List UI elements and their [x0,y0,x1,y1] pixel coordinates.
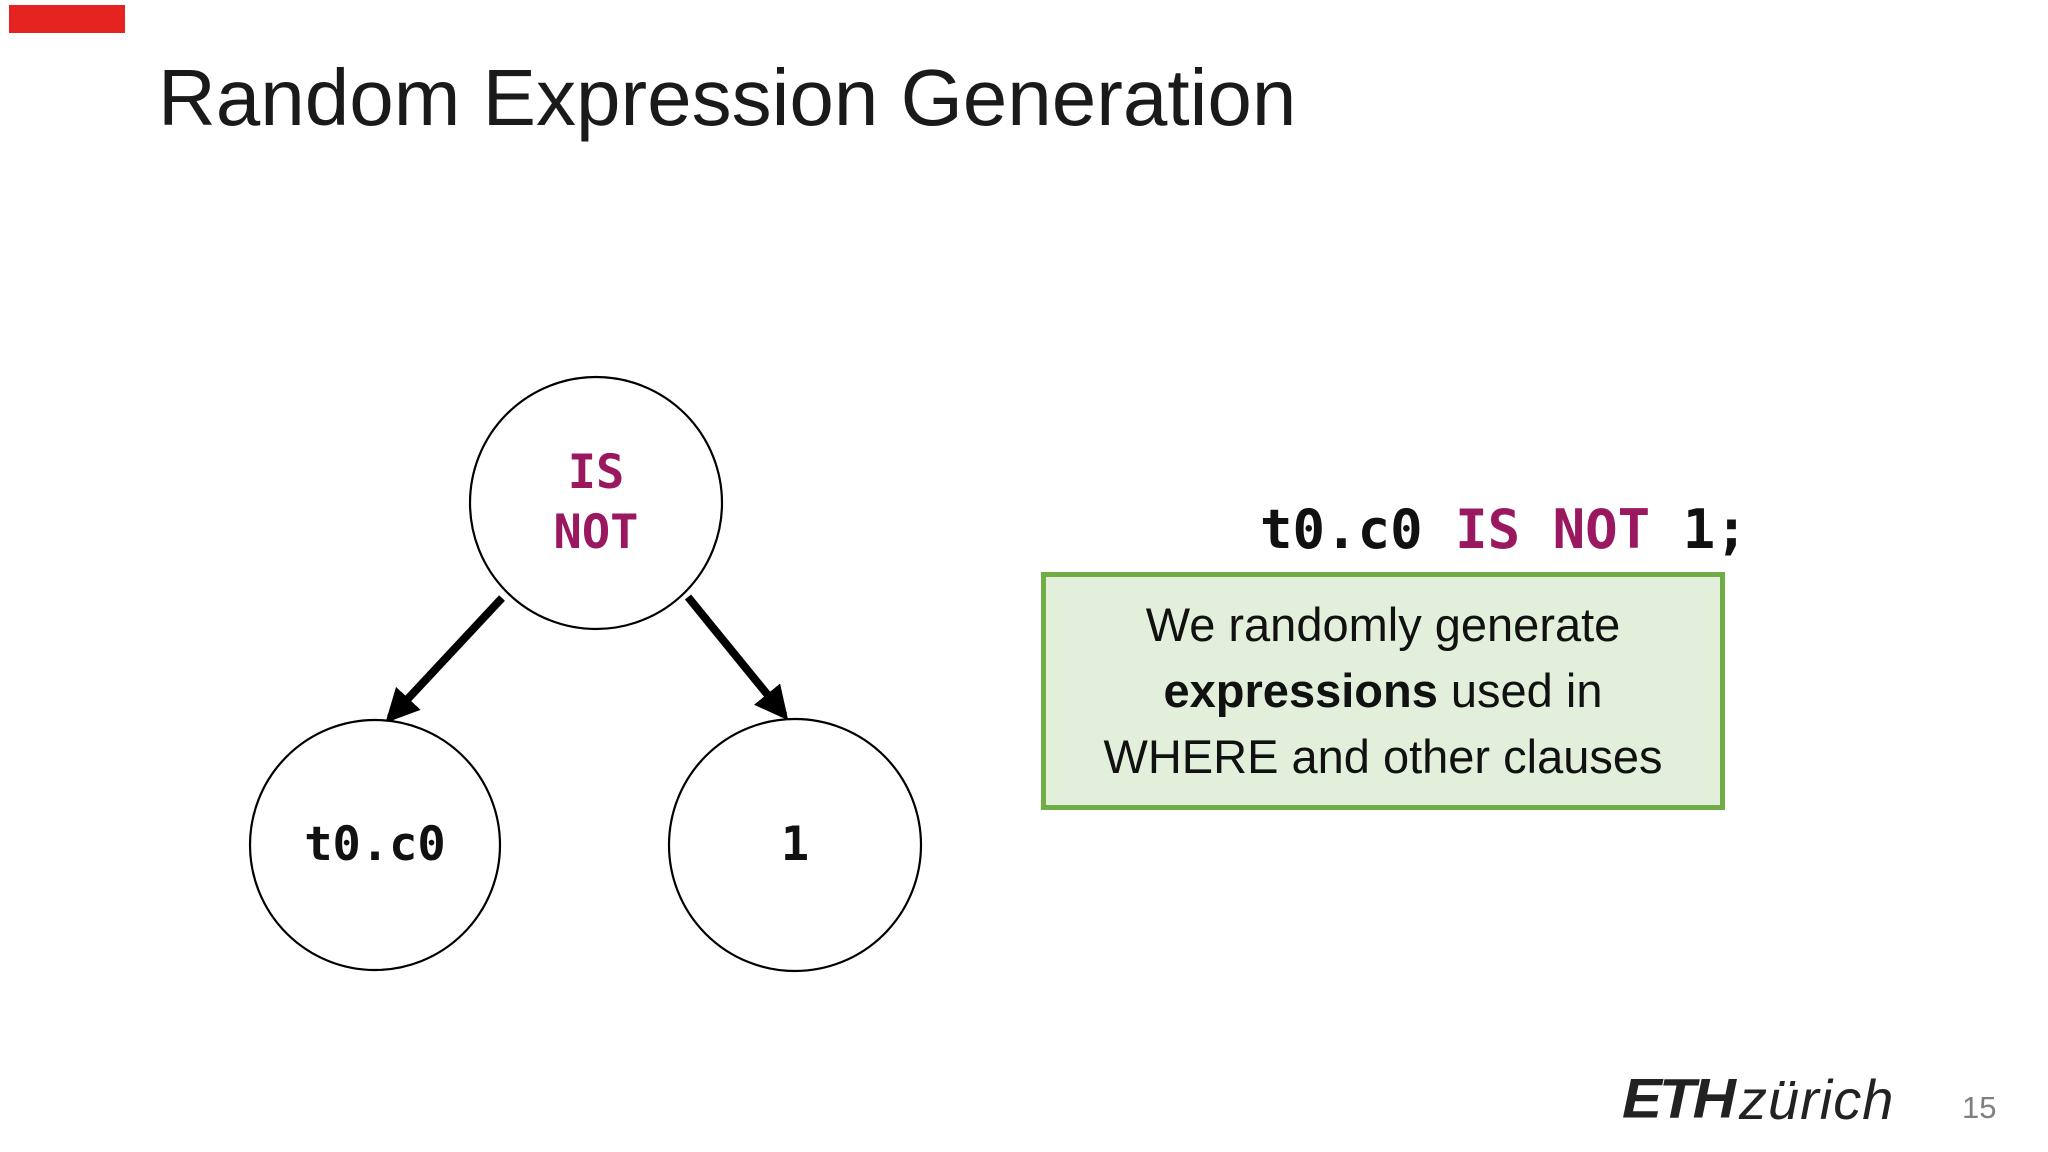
tree-node-root-circle [468,375,724,631]
sql-expression-code: t0.c0 IS NOT 1; [1130,437,1748,623]
tree-node-right-label: 1 [780,817,810,872]
recording-indicator-bar [9,5,125,33]
callout-line-3: WHERE and other clauses [1103,730,1663,783]
callout-line-1: We randomly generate [1145,598,1621,651]
tree-edge-right [684,594,789,721]
tree-node-left-label: t0.c0 [304,817,446,872]
page-number: 15 [1962,1090,1997,1125]
code-operator: IS NOT [1455,498,1651,562]
code-lhs: t0.c0 [1260,498,1456,562]
tree-node-left-circle [248,718,502,972]
code-rhs: 1; [1650,498,1748,562]
callout-line-2-bold: expressions [1163,664,1438,717]
tree-node-right-circle [667,717,923,973]
eth-logo-city: zürich [1739,1068,1895,1131]
callout-box: We randomly generate expressions used in… [1041,572,1725,810]
tree-edge-left [385,595,505,723]
callout-line-2-rest: used in [1437,664,1603,717]
eth-logo-mark: ETH [1622,1067,1736,1130]
tree-node-root-label: IS NOT [553,445,639,560]
callout-line-2: expressions used in [1164,658,1603,724]
slide-title: Random Expression Generation [158,53,1297,142]
